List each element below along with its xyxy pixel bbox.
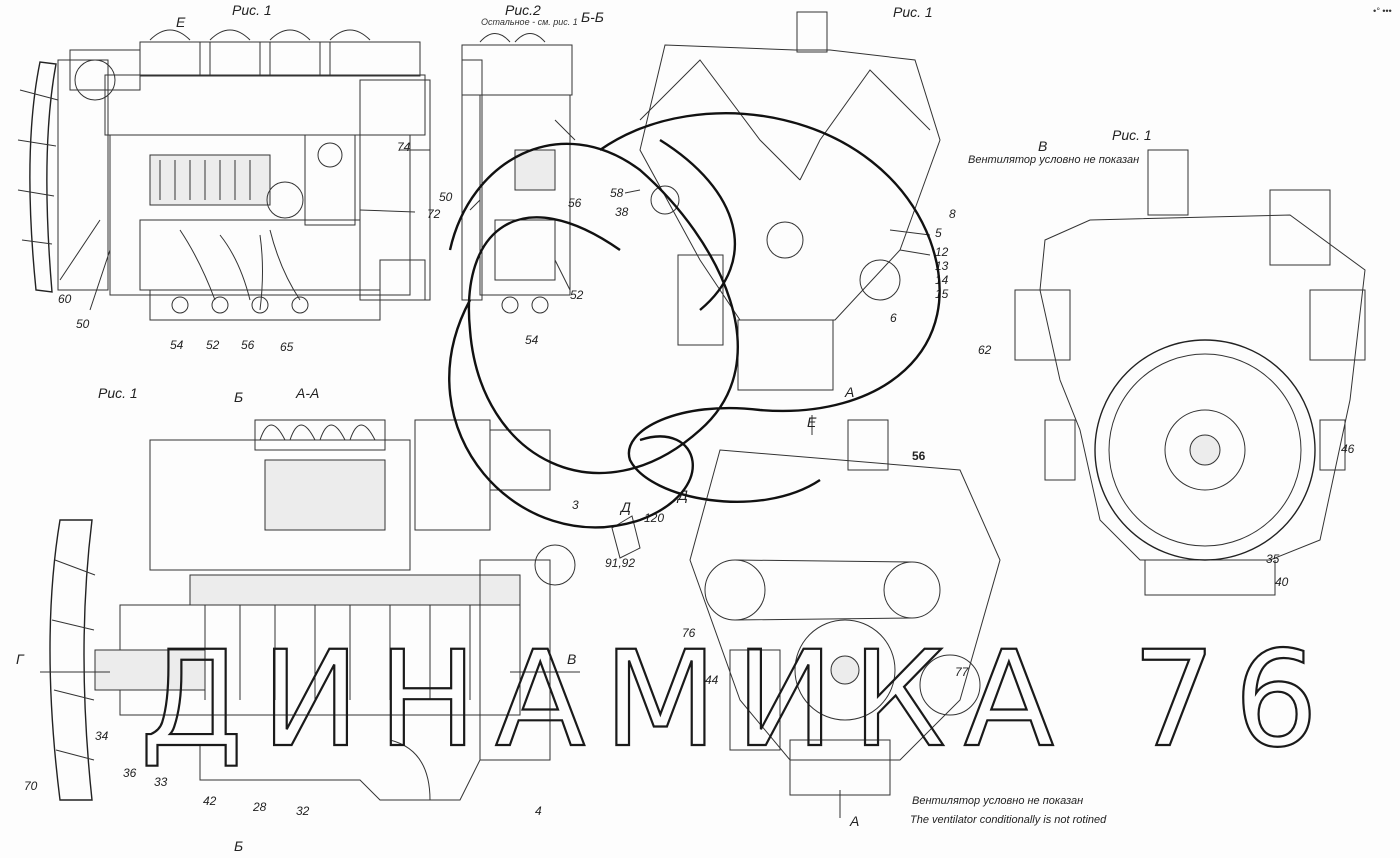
- callout-6: 6: [890, 311, 897, 325]
- fan-blade-shape: [29, 61, 57, 293]
- watermark: ДИНАМИКА 76: [139, 112, 1336, 778]
- callout-58: 58: [610, 186, 624, 200]
- fig-caption-right: Рис. 1: [1112, 127, 1152, 143]
- callout-34: 34: [95, 729, 109, 743]
- callout-38: 38: [615, 205, 629, 219]
- callout-60: 60: [58, 292, 72, 306]
- corner-mark: •° •••: [1373, 6, 1392, 16]
- fig-caption-top-right: Рис. 1: [893, 4, 933, 20]
- callout-74: 74: [397, 140, 411, 154]
- callout-40: 40: [1275, 575, 1289, 589]
- callout-4: 4: [535, 804, 542, 818]
- callout-54b: 54: [525, 333, 539, 347]
- section-mark-b-top: Б: [234, 389, 243, 405]
- callout-14: 14: [935, 273, 949, 287]
- fig-caption-top-left: Рис. 1: [232, 2, 272, 18]
- fig-caption-top-middle: Рис.2: [505, 2, 541, 18]
- callout-65: 65: [280, 340, 294, 354]
- arrow-mark-a-top: А: [844, 384, 854, 400]
- callout-36: 36: [123, 766, 137, 780]
- bottom-note-ru: Вентилятор условно не показан: [912, 795, 1083, 807]
- right-note: Вентилятор условно не показан: [968, 154, 1139, 166]
- callout-70: 70: [24, 779, 38, 793]
- callout-56b: 56: [568, 196, 582, 210]
- view-top-left: Рис. 1 E 74 72 60 50 54 52 56 65: [17, 2, 441, 354]
- detail-d: Д 120 91,92: [605, 499, 664, 570]
- arrow-mark-g: Г: [16, 651, 25, 667]
- view-letter-e: E: [176, 14, 186, 30]
- detail-mark-d: Д: [619, 499, 631, 515]
- callout-50b: 50: [439, 190, 453, 204]
- callout-52a: 52: [206, 338, 220, 352]
- fig2-note: Остальное - см. рис. 1: [481, 17, 578, 27]
- view-b-right: В Рис. 1 Вентилятор условно не показан 6…: [968, 127, 1366, 596]
- callout-32: 32: [296, 804, 310, 818]
- watermark-swirl: [448, 112, 941, 529]
- section-mark-b-bottom: Б: [234, 838, 243, 854]
- section-bb-caption: Б-Б: [581, 9, 604, 25]
- section-aa-caption: А-А: [295, 385, 319, 401]
- callout-52b: 52: [570, 288, 584, 302]
- callout-72: 72: [427, 207, 441, 221]
- callout-56a: 56: [241, 338, 255, 352]
- callout-56c: 56: [912, 449, 926, 463]
- view-front-bottom: Е А А Д 56 76 44 77: [676, 384, 1001, 829]
- callout-5: 5: [935, 226, 942, 240]
- callout-42: 42: [203, 794, 217, 808]
- callout-50a: 50: [76, 317, 90, 331]
- bottom-note-en: The ventilator conditionally is not roti…: [910, 814, 1107, 826]
- callout-8: 8: [949, 207, 956, 221]
- callout-46: 46: [1341, 442, 1355, 456]
- view-letter-v: В: [1038, 138, 1047, 154]
- callout-33: 33: [154, 775, 168, 789]
- callout-12: 12: [935, 245, 949, 259]
- watermark-text: ДИНАМИКА 76: [140, 623, 1336, 777]
- arrow-mark-a-bottom: А: [849, 813, 859, 829]
- callout-120: 120: [644, 511, 664, 525]
- callout-62: 62: [978, 343, 992, 357]
- callout-44: 44: [705, 673, 719, 687]
- callout-54a: 54: [170, 338, 184, 352]
- callout-35: 35: [1266, 552, 1280, 566]
- fan-blade-section: [49, 519, 93, 801]
- callout-15: 15: [935, 287, 949, 301]
- view-top-middle: Рис.2 Остальное - см. рис. 1 50 56 52 54: [439, 2, 584, 347]
- callout-28: 28: [252, 800, 267, 814]
- callout-77: 77: [955, 665, 970, 679]
- arrow-mark-v: В: [567, 651, 576, 667]
- fig-caption-bottom-left: Рис. 1: [98, 385, 138, 401]
- callout-76: 76: [682, 626, 696, 640]
- view-section-bb: Б-Б Рис. 1 58 38 8 5 12 13 14 15 6: [581, 4, 956, 391]
- arrow-mark-e: Е: [807, 414, 817, 430]
- callout-3: 3: [572, 498, 579, 512]
- callout-91-92: 91,92: [605, 556, 635, 570]
- view-section-aa: Рис. 1 А-А Б Б Г В 3 34 36 33 70 42 28 3…: [16, 385, 580, 854]
